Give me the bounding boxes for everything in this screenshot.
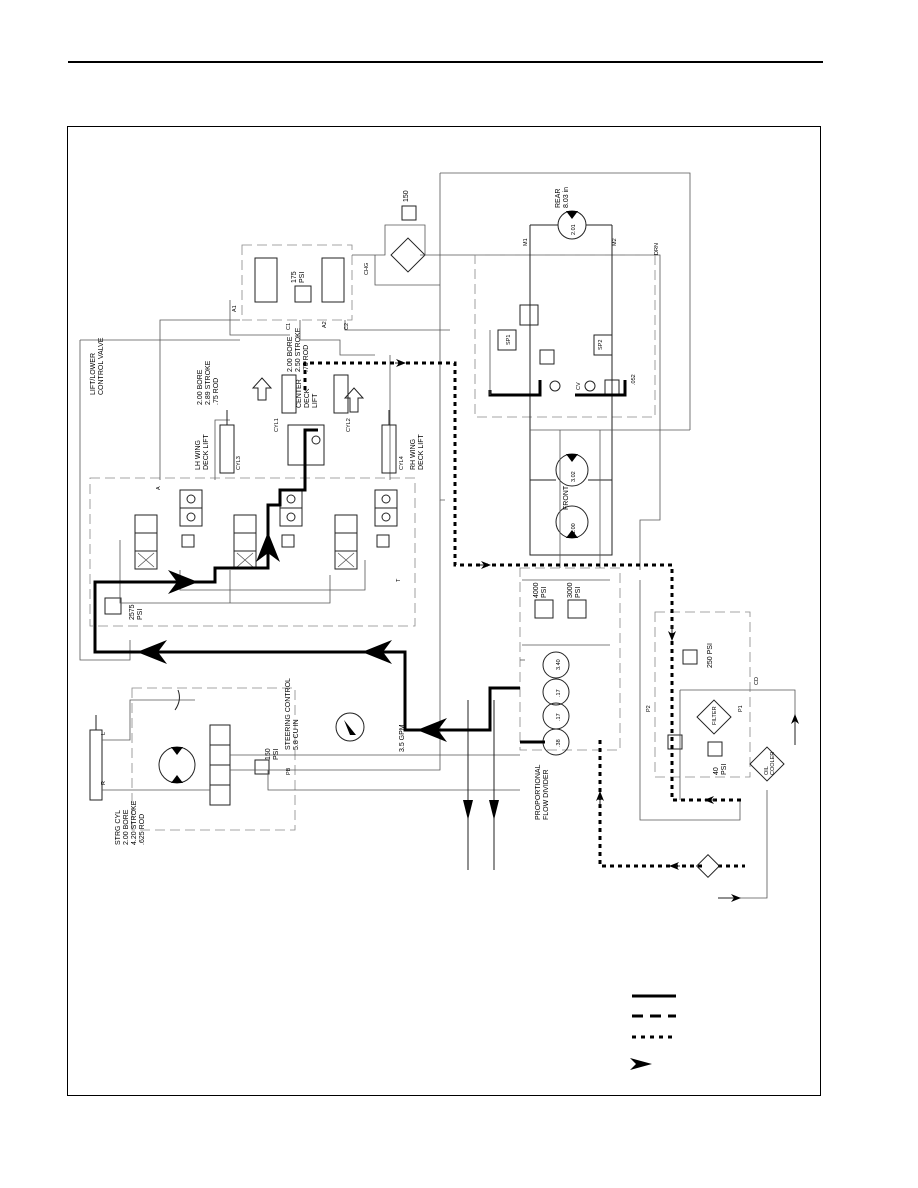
steering-group: STEERING CONTROL5.8 CU IN 150PSI STRG CY… bbox=[89, 500, 520, 845]
legend-arrow bbox=[630, 1058, 652, 1070]
spool-rh bbox=[334, 489, 398, 570]
fd-val: .17 bbox=[556, 713, 562, 721]
svg-text:CD: CD bbox=[754, 677, 760, 685]
check-250: 250 PSI bbox=[707, 643, 714, 668]
relief-2575-label: 2575PSI bbox=[129, 604, 144, 620]
return-path bbox=[303, 361, 745, 802]
disp-100: 1.00 bbox=[571, 523, 577, 534]
relief-150-steer: 150PSI bbox=[265, 748, 280, 760]
center-deck-lift: CENTERDECKLIFT 2.00 BORE2.50 STROKE.75 R… bbox=[251, 327, 365, 466]
diagram-frame bbox=[67, 126, 821, 1096]
fd-val: 3.40 bbox=[556, 659, 562, 670]
strg-cyl-label: STRG CYL2.00 BORE4.20 STROKE.625 ROD bbox=[115, 800, 146, 845]
cv-label: CV bbox=[576, 382, 582, 390]
rh-wing-label: RH WINGDECK LIFT bbox=[410, 433, 425, 470]
svg-text:P1: P1 bbox=[738, 705, 744, 712]
valve-block-right: 2.01 REAR8.03 in SP1 SP2 CV .052 bbox=[474, 187, 656, 520]
lh-bore-label: 2.00 BORE2.89 STROKE.75 ROD bbox=[197, 360, 220, 405]
relief-4000: 4000PSI bbox=[533, 582, 548, 598]
charge-box: 250 PSI FILTER 40PSI OILCOOLER bbox=[654, 611, 799, 899]
rh-wing-cylinder: RH WINGDECK LIFT CYL4 bbox=[381, 410, 425, 474]
cyl2-label: CYL2 bbox=[346, 418, 352, 432]
cyl3-label: CYL3 bbox=[236, 456, 242, 470]
relief-3000: 3000PSI bbox=[567, 582, 582, 598]
svg-text:PB: PB bbox=[286, 767, 292, 775]
disp-302: 3.02 bbox=[571, 471, 577, 482]
svg-text:A2: A2 bbox=[322, 321, 328, 328]
header-rule bbox=[68, 61, 823, 63]
up-arrow-icon bbox=[251, 377, 273, 401]
up-arrow-icon bbox=[343, 387, 365, 413]
lh-wing-label: LH WINGDECK LIFT bbox=[195, 433, 210, 470]
svg-text:R: R bbox=[101, 781, 107, 785]
rear-label: REAR8.03 in bbox=[555, 187, 570, 208]
svg-text:P2: P2 bbox=[646, 705, 652, 712]
filter-icon bbox=[695, 853, 721, 879]
gauge-icon bbox=[335, 712, 365, 742]
pressure-path bbox=[93, 428, 520, 732]
sp1-label: SP1 bbox=[506, 335, 512, 345]
lift-valve-group: 2575PSI LIFT/LOWERCONTROL VALVE bbox=[79, 319, 416, 661]
lift-valve-box bbox=[89, 477, 416, 627]
svg-text:C1: C1 bbox=[286, 323, 292, 330]
disp-201: 2.01 bbox=[571, 224, 577, 235]
svg-text:M1: M1 bbox=[523, 238, 529, 246]
fd-val: .38 bbox=[556, 739, 562, 747]
lh-wing-cylinder: LH WINGDECK LIFT 2.00 BORE2.89 STROKE.75… bbox=[195, 360, 242, 474]
steering-cylinder bbox=[89, 729, 103, 801]
front-label: FRONT bbox=[563, 485, 570, 510]
port-labels: A1 A2 C1 C2 A T L R CD PB P1 P2 M1 M2 CH… bbox=[101, 238, 760, 785]
counterbalance-block: 175PSI bbox=[229, 244, 375, 356]
svg-text:L: L bbox=[101, 732, 107, 735]
oil-cooler-label: OILCOOLER bbox=[764, 752, 776, 775]
cyl4-label: CYL4 bbox=[399, 456, 405, 470]
svg-text:M2: M2 bbox=[612, 238, 618, 246]
flow-label: 3.5 GPM bbox=[399, 724, 406, 752]
center-deck-label: CENTERDECKLIFT bbox=[296, 379, 319, 408]
filter-label: FILTER bbox=[712, 706, 718, 725]
fd-val: .17 bbox=[556, 689, 562, 697]
steering-label: STEERING CONTROL5.8 CU IN bbox=[285, 678, 300, 750]
svg-text:CHG: CHG bbox=[364, 263, 370, 275]
oil-cooler-icon bbox=[749, 746, 785, 782]
svg-text:A1: A1 bbox=[232, 305, 238, 312]
filter-icon bbox=[390, 237, 426, 273]
svg-text:DRN: DRN bbox=[654, 243, 660, 255]
js2-label: .052 bbox=[631, 374, 637, 385]
filter-icon bbox=[696, 699, 732, 735]
sp2-label: SP2 bbox=[598, 340, 604, 350]
legend bbox=[630, 994, 676, 1070]
svg-text:C2: C2 bbox=[344, 323, 350, 330]
relief-175-label: 175PSI bbox=[291, 271, 306, 283]
svg-text:A: A bbox=[156, 486, 162, 490]
relief-150-top: 150 bbox=[403, 190, 410, 202]
cyl1-label: CYL1 bbox=[274, 418, 280, 432]
filter-40: 40PSI bbox=[713, 764, 728, 775]
svg-text:T: T bbox=[396, 578, 402, 582]
flow-divider: 3.40 .17 .17 .38 4000PSI 3000PSI PROPORT… bbox=[519, 567, 621, 820]
prop-div-label: PROPORTIONALFLOW DIVIDER bbox=[535, 764, 550, 820]
center-bore-label: 2.00 BORE2.50 STROKE.75 ROD bbox=[287, 327, 310, 372]
front-motors: 3.02 1.00 FRONT bbox=[529, 420, 690, 570]
lift-valve-label: LIFT/LOWERCONTROL VALVE bbox=[90, 337, 105, 395]
spool-lh bbox=[134, 489, 203, 570]
